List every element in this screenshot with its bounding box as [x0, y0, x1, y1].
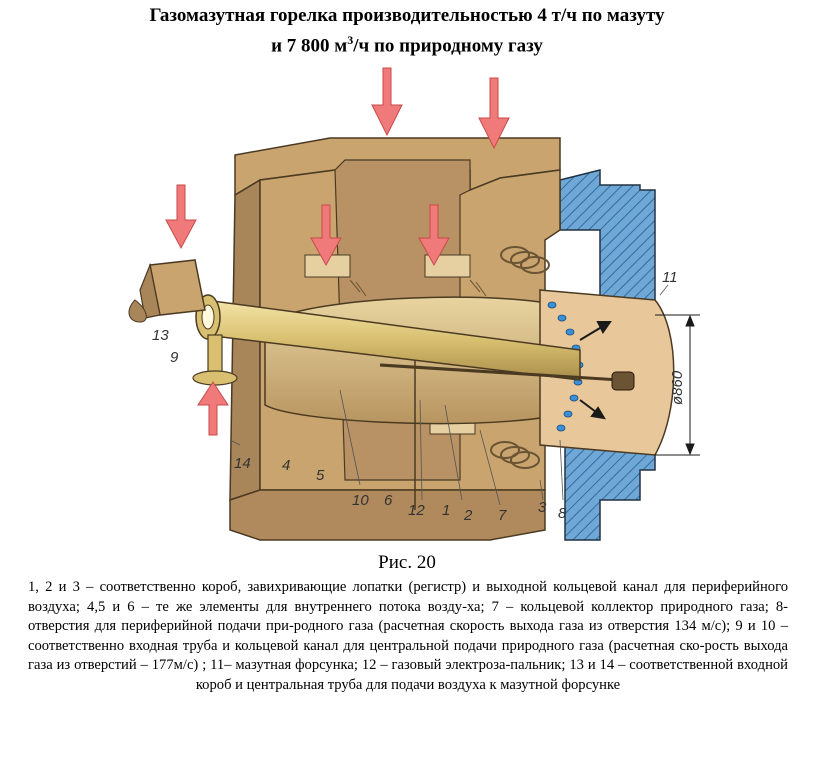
callout-13: 13: [152, 327, 169, 344]
callout-7: 7: [498, 507, 507, 524]
figure-title: Газомазутная горелка производительностью…: [0, 4, 814, 58]
title-line-1: Газомазутная горелка производительностью…: [149, 5, 665, 26]
title-line-2-start: и 7 800 м: [271, 35, 348, 57]
title-line-2-end: /ч по природному газу: [353, 35, 543, 57]
callout-10: 10: [352, 492, 369, 509]
figure-number: Рис. 20: [378, 552, 436, 573]
figure-caption: 1, 2 и 3 – соответственно короб, завихри…: [28, 579, 788, 693]
callout-1: 1: [442, 502, 450, 519]
callout-5: 5: [316, 467, 325, 484]
callout-4: 4: [282, 457, 290, 474]
air-inflow-arrows: [165, 67, 510, 436]
callout-3: 3: [538, 499, 547, 516]
callout-14: 14: [234, 455, 251, 472]
callout-8: 8: [558, 505, 567, 522]
gas-inlet-pipe: [207, 334, 223, 376]
diameter-label: ø860: [669, 370, 686, 405]
diameter-dimension: [655, 314, 700, 456]
inlet-drop: [128, 299, 147, 323]
burner-diagram: ø860 11 13 9 14 4 5 10 6 12 1 2 7 3 8: [128, 67, 700, 541]
bottom-panel: [229, 489, 546, 541]
title-superscript: 3: [347, 33, 354, 47]
callout-9: 9: [170, 349, 179, 366]
flow-arrows: [579, 321, 612, 420]
callout-12: 12: [408, 502, 425, 519]
gas-collector-ring: [490, 246, 550, 469]
leader-lines: [229, 284, 669, 506]
title-line-2: и 7 800 м3/ч по природному газу: [0, 28, 814, 58]
oil-nozzle: [379, 363, 621, 382]
swirl-vanes-upper: [304, 254, 471, 278]
callout-2: 2: [463, 507, 473, 524]
callout-11: 11: [662, 269, 678, 286]
callout-6: 6: [384, 492, 393, 509]
